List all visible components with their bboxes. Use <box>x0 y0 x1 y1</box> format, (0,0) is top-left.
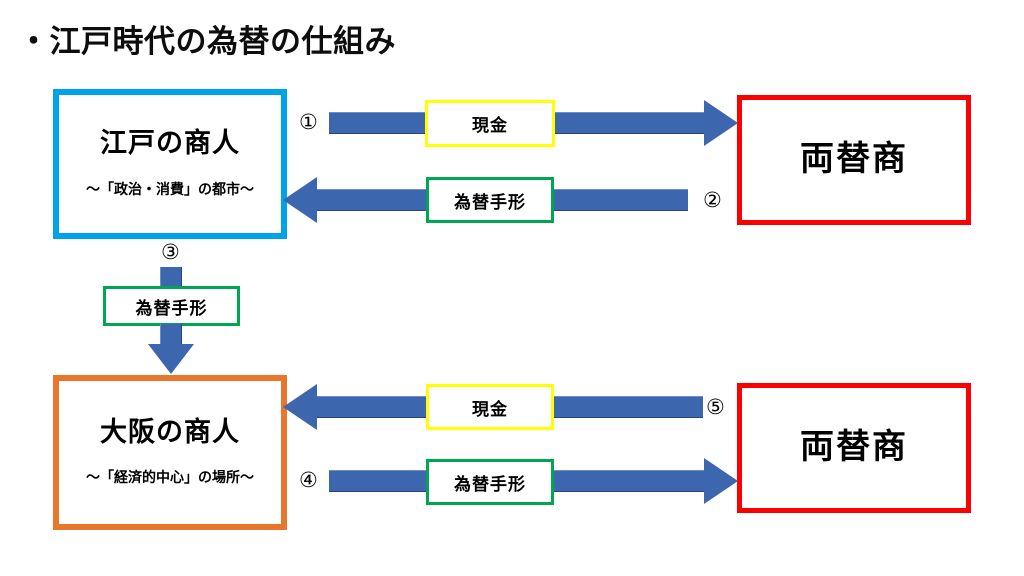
entity-title-edo: 江戸の商人 <box>100 128 240 160</box>
entity-title-osaka: 大阪の商人 <box>100 416 240 448</box>
arrow-shaft-flow-5-left <box>317 396 427 418</box>
entity-title-moneychanger-bottom: 両替商 <box>800 427 908 468</box>
arrow-head-flow-3 <box>148 344 194 374</box>
entity-box-moneychanger-top: 両替商 <box>737 95 971 225</box>
arrow-label-flow-5-cash: 現金 <box>426 384 554 430</box>
entity-box-osaka: 大阪の商人 〜「経済的中心」の場所〜 <box>53 375 287 530</box>
arrow-shaft-flow-5-right <box>553 396 703 418</box>
entity-title-moneychanger-top: 両替商 <box>800 139 908 180</box>
entity-subtitle-osaka: 〜「経済的中心」の場所〜 <box>86 470 254 487</box>
step-number-3: ③ <box>161 240 180 264</box>
arrow-shaft-flow-2-right <box>553 189 688 211</box>
arrow-head-flow-4 <box>704 458 738 504</box>
arrow-shaft-flow-3-lower <box>160 324 182 346</box>
step-number-4: ④ <box>299 468 318 492</box>
arrow-shaft-flow-2-left <box>317 189 427 211</box>
entity-subtitle-edo: 〜「政治・消費」の都市〜 <box>86 181 254 198</box>
arrow-label-flow-1-cash: 現金 <box>425 100 555 147</box>
arrow-label-flow-2-bill: 為替手形 <box>426 177 554 223</box>
arrow-head-flow-2 <box>283 177 317 223</box>
arrow-head-flow-1 <box>704 100 738 146</box>
entity-box-moneychanger-bottom: 両替商 <box>737 383 971 513</box>
entity-box-edo: 江戸の商人 〜「政治・消費」の都市〜 <box>53 89 287 239</box>
arrow-head-flow-5 <box>283 384 317 430</box>
arrow-label-flow-3-bill: 為替手形 <box>103 286 240 326</box>
step-number-2: ② <box>703 188 722 212</box>
arrow-shaft-flow-1-right <box>554 112 705 134</box>
arrow-shaft-flow-4-right <box>554 470 705 492</box>
arrow-shaft-flow-3-upper <box>160 267 182 289</box>
arrow-label-flow-4-bill: 為替手形 <box>426 459 554 505</box>
step-number-5: ⑤ <box>706 395 725 419</box>
arrow-shaft-flow-4-left <box>329 470 426 492</box>
page-title: ・江戸時代の為替の仕組み <box>18 24 396 60</box>
arrow-shaft-flow-1-left <box>329 112 426 134</box>
step-number-1: ① <box>299 110 318 134</box>
